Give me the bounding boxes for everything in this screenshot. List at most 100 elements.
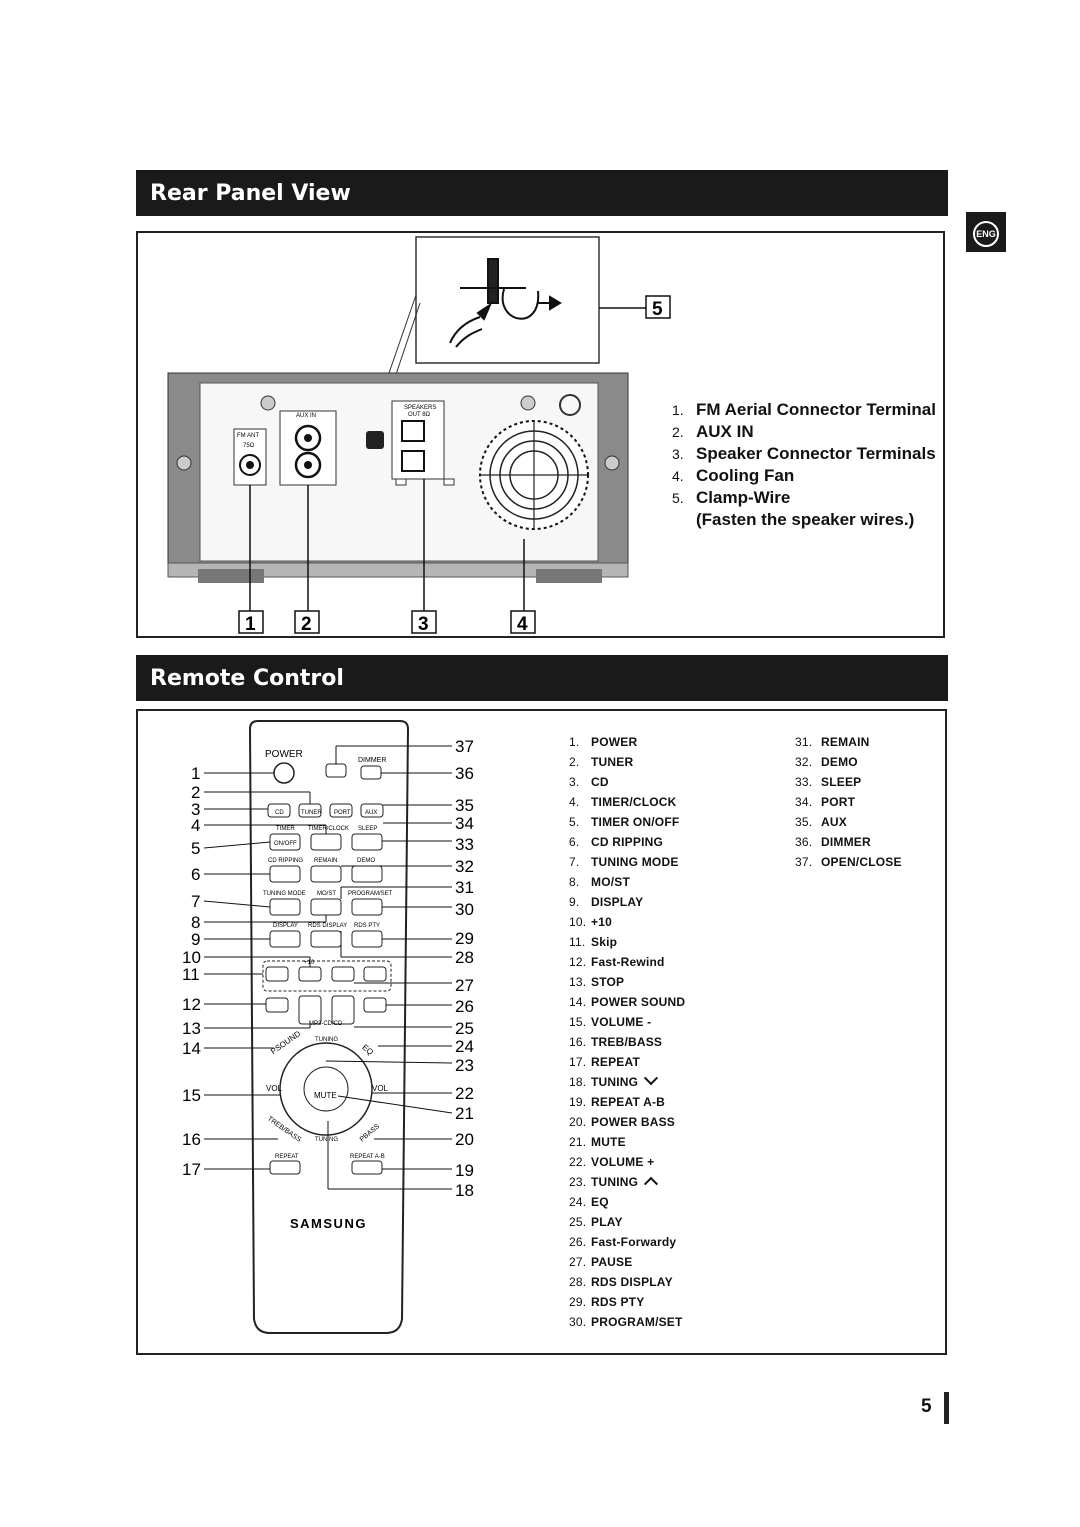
svg-text:DISPLAY: DISPLAY — [273, 923, 298, 929]
svg-text:VOL: VOL — [372, 1084, 389, 1093]
chevron-down-icon — [643, 1071, 658, 1086]
svg-text:25: 25 — [455, 1019, 474, 1038]
svg-text:9: 9 — [191, 930, 200, 949]
remote-legend-item: 26.Fast-Forwardy — [569, 1235, 677, 1249]
remote-legend-item: 33.SLEEP — [795, 775, 862, 789]
svg-text:REPEAT A-B: REPEAT A-B — [350, 1154, 385, 1160]
rear-callout-4: 4 — [517, 614, 528, 635]
remote-legend-item: 6.CD RIPPING — [569, 835, 664, 849]
svg-text:35: 35 — [455, 796, 474, 815]
remote-legend-item: 3.CD — [569, 775, 609, 789]
svg-text:CD RIPPING: CD RIPPING — [268, 858, 303, 864]
svg-text:AUX: AUX — [365, 810, 377, 816]
language-badge: ENG — [973, 221, 999, 247]
remote-legend-item: 22.VOLUME + — [569, 1155, 655, 1169]
remote-legend-item: 25.PLAY — [569, 1215, 623, 1229]
svg-text:10: 10 — [182, 948, 201, 967]
remote-legend-item: 36.DIMMER — [795, 835, 871, 849]
rear-legend-item: 5.Clamp-Wire — [672, 488, 791, 507]
speakers-label: SPEAKERS — [404, 405, 436, 411]
remote-control-heading: Remote Control — [136, 655, 948, 701]
svg-text:17: 17 — [182, 1160, 201, 1179]
svg-text:37: 37 — [455, 737, 474, 756]
svg-text:23: 23 — [455, 1056, 474, 1075]
remote-legend-item: 4.TIMER/CLOCK — [569, 795, 677, 809]
aux-in-label: AUX IN — [296, 413, 316, 419]
svg-text:34: 34 — [455, 814, 474, 833]
svg-text:MP3-CD/CD: MP3-CD/CD — [309, 1021, 343, 1027]
svg-text:TUNING: TUNING — [315, 1037, 338, 1043]
remote-legend-item: 35.AUX — [795, 815, 847, 829]
left-callout-lines — [203, 772, 327, 1170]
dimmer-button — [360, 765, 382, 780]
rear-legend-note: (Fasten the speaker wires.) — [696, 510, 915, 529]
speakers-out-label: OUT 8Ω — [408, 412, 431, 418]
page-number-bar — [944, 1392, 949, 1424]
remote-legend-item: 12.Fast-Rewind — [569, 955, 665, 969]
svg-text:20: 20 — [455, 1130, 474, 1149]
rear-panel-heading: Rear Panel View — [136, 170, 948, 216]
remote-legend-item: 23.TUNING — [569, 1175, 658, 1191]
svg-text:PORT: PORT — [334, 810, 351, 816]
remote-legend-item: 11.Skip — [569, 935, 618, 949]
svg-text:3: 3 — [191, 800, 200, 819]
svg-text:TUNING: TUNING — [315, 1137, 338, 1143]
svg-text:22: 22 — [455, 1084, 474, 1103]
page-number: 5 — [921, 1396, 932, 1417]
svg-text:31: 31 — [455, 878, 474, 897]
remote-legend-item: 24.EQ — [569, 1195, 609, 1209]
power-label: POWER — [265, 749, 303, 760]
remote-legend-item: 32.DEMO — [795, 755, 858, 769]
rear-panel-title: Rear Panel View — [150, 181, 351, 206]
remote-legend-item: 16.TREB/BASS — [569, 1035, 663, 1049]
svg-text:18: 18 — [455, 1181, 474, 1200]
svg-text:26: 26 — [455, 997, 474, 1016]
svg-text:RDS PTY: RDS PTY — [354, 923, 380, 929]
remote-legend-item: 15.VOLUME - — [569, 1015, 652, 1029]
svg-text:PROGRAM/SET: PROGRAM/SET — [348, 891, 393, 897]
remote-legend-item: 10.+10 — [569, 915, 612, 929]
left-callout-numbers: 1 2 3 4 5 6 7 8 9 10 11 12 13 14 15 16 1… — [182, 764, 201, 1179]
device-body — [167, 372, 629, 583]
remote-legend-item: 21.MUTE — [569, 1135, 626, 1149]
dimmer-label: DIMMER — [358, 757, 386, 764]
rear-legend-item: 2.AUX IN — [672, 422, 754, 441]
clamp-wire-icon — [449, 258, 562, 348]
remote-legend-item: 5.TIMER ON/OFF — [569, 815, 680, 829]
right-callout-lines — [325, 745, 453, 1190]
svg-text:TIMER: TIMER — [276, 826, 295, 832]
remote-legend-item: 17.REPEAT — [569, 1055, 640, 1069]
remote-legend-item: 8.MO/ST — [569, 875, 630, 889]
remote-legend-item: 29.RDS PTY — [569, 1295, 645, 1309]
svg-text:1: 1 — [191, 764, 200, 783]
svg-text:4: 4 — [191, 816, 200, 835]
svg-text:6: 6 — [191, 865, 200, 884]
right-callout-numbers: 37 36 35 34 33 32 31 30 29 28 27 26 25 2… — [455, 737, 474, 1200]
svg-text:28: 28 — [455, 948, 474, 967]
svg-text:ON/OFF: ON/OFF — [274, 841, 297, 847]
svg-text:21: 21 — [455, 1104, 474, 1123]
remote-control-frame: POWER DIMMER CD TUNER PORT AUX TIMER TIM… — [136, 709, 947, 1355]
chevron-up-icon — [643, 1176, 658, 1191]
svg-text:16: 16 — [182, 1130, 201, 1149]
svg-text:VOL: VOL — [266, 1084, 283, 1093]
remote-legend-item: 9.DISPLAY — [569, 895, 644, 909]
rear-legend-item: 3.Speaker Connector Terminals — [672, 444, 936, 463]
svg-text:TIMER/CLOCK: TIMER/CLOCK — [308, 826, 349, 832]
svg-text:SLEEP: SLEEP — [358, 826, 377, 832]
svg-text:15: 15 — [182, 1086, 201, 1105]
rear-legend-item: 1.FM Aerial Connector Terminal — [672, 400, 936, 419]
remote-control-title: Remote Control — [150, 666, 344, 691]
remote-legend-item: 30.PROGRAM/SET — [569, 1315, 683, 1329]
power-button — [273, 762, 295, 784]
svg-text:+10: +10 — [304, 960, 315, 966]
svg-text:2: 2 — [191, 783, 200, 802]
svg-text:14: 14 — [182, 1039, 201, 1058]
remote-legend-item: 13.STOP — [569, 975, 625, 989]
svg-text:24: 24 — [455, 1037, 474, 1056]
svg-text:13: 13 — [182, 1019, 201, 1038]
remote-legend-item: 1.POWER — [569, 735, 638, 749]
svg-text:19: 19 — [455, 1161, 474, 1180]
open-close-button — [325, 763, 347, 778]
rear-callout-2: 2 — [301, 614, 312, 635]
